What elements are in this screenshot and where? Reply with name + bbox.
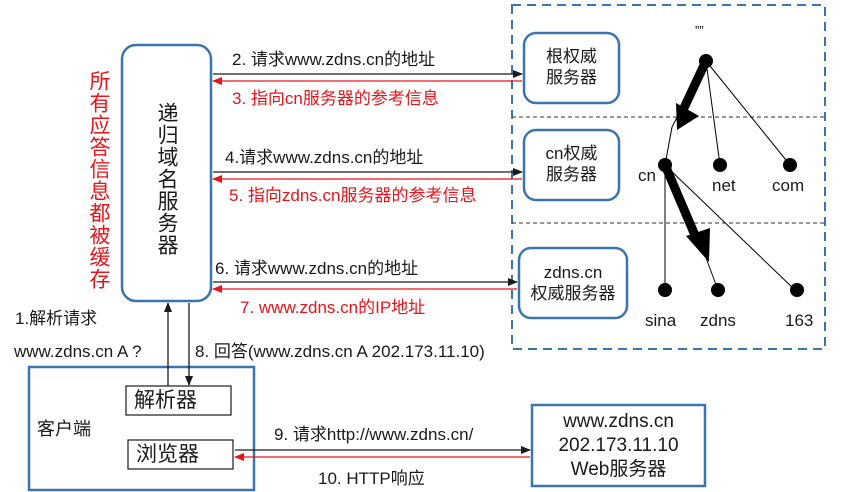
tree-label-cn: cn — [638, 166, 656, 185]
step-3-label: 3. 指向cn服务器的参考信息 — [232, 89, 439, 108]
step-1-label: 1.解析请求 — [15, 309, 98, 328]
tree-node-com — [783, 158, 797, 172]
tree-node-net — [713, 158, 727, 172]
thick-arrow-cn-to-zdns — [660, 163, 702, 242]
resolver-box — [125, 385, 232, 416]
cn-server-label: cn权威 服务器 — [524, 143, 619, 185]
tree-node-sina — [658, 283, 672, 297]
resolver-label: 解析器 — [134, 389, 197, 412]
tree-label-zdns: zdns — [700, 311, 736, 330]
browser-box — [127, 439, 234, 470]
zdns-server-line2: 权威服务器 — [530, 284, 616, 303]
step-2-label: 2. 请求www.zdns.cn的地址 — [232, 50, 436, 69]
web-server-type: Web服务器 — [570, 459, 667, 480]
root-server-box — [522, 31, 621, 105]
domain-tree — [658, 54, 804, 297]
tree-label-net: net — [712, 176, 736, 195]
web-server-box — [530, 403, 707, 488]
web-server-ip: 202.173.11.10 — [558, 435, 679, 456]
zdns-server-box — [517, 246, 629, 320]
step-8-label: 8. 回答(www.zdns.cn A 202.173.11.10) — [195, 342, 485, 361]
step-6-label: 6. 请求www.zdns.cn的地址 — [215, 259, 419, 278]
tree-node-zdns — [711, 283, 725, 297]
tree-node-cn — [658, 158, 672, 172]
tree-label-sina: sina — [645, 311, 677, 330]
tree-label-163: 163 — [785, 311, 814, 330]
root-server-label: 根权威 服务器 — [524, 46, 619, 88]
client-label: 客户端 — [37, 419, 91, 439]
cn-server-line1: cn权威 — [545, 144, 598, 163]
cn-server-line2: 服务器 — [546, 165, 597, 184]
step-4-label: 4.请求www.zdns.cn的地址 — [225, 148, 424, 167]
tree-label-com: com — [772, 176, 805, 195]
cache-note: 所有应答信息都被缓存 — [87, 70, 110, 290]
browser-label: 浏览器 — [136, 443, 199, 466]
zdns-server-line1: zdns.cn — [543, 263, 603, 282]
tree-node-163 — [790, 283, 804, 297]
web-server-label: www.zdns.cn 202.173.11.10 Web服务器 — [532, 410, 705, 482]
step-5-label: 5. 指向zdns.cn服务器的参考信息 — [229, 186, 477, 205]
thick-arrow-root-to-cn — [678, 59, 711, 112]
web-server-domain: www.zdns.cn — [563, 411, 674, 432]
authoritative-zone-border — [511, 4, 826, 350]
recursive-server-box — [120, 43, 213, 303]
tree-node-root — [699, 54, 713, 68]
root-server-line1: 根权威 — [546, 47, 597, 66]
step-9-label: 9. 请求http://www.zdns.cn/ — [274, 425, 474, 444]
tree-root-label: ”” — [695, 23, 704, 38]
root-server-line2: 服务器 — [546, 68, 597, 87]
cn-server-box — [522, 128, 621, 202]
step-7-label: 7. www.zdns.cn的IP地址 — [240, 298, 426, 317]
step-10-label: 10. HTTP响应 — [318, 469, 425, 488]
zdns-server-label: zdns.cn 权威服务器 — [519, 262, 627, 304]
recursive-server-label: 递归域名服务器 — [155, 102, 178, 256]
step-1-query: www.zdns.cn A ? — [14, 342, 142, 361]
